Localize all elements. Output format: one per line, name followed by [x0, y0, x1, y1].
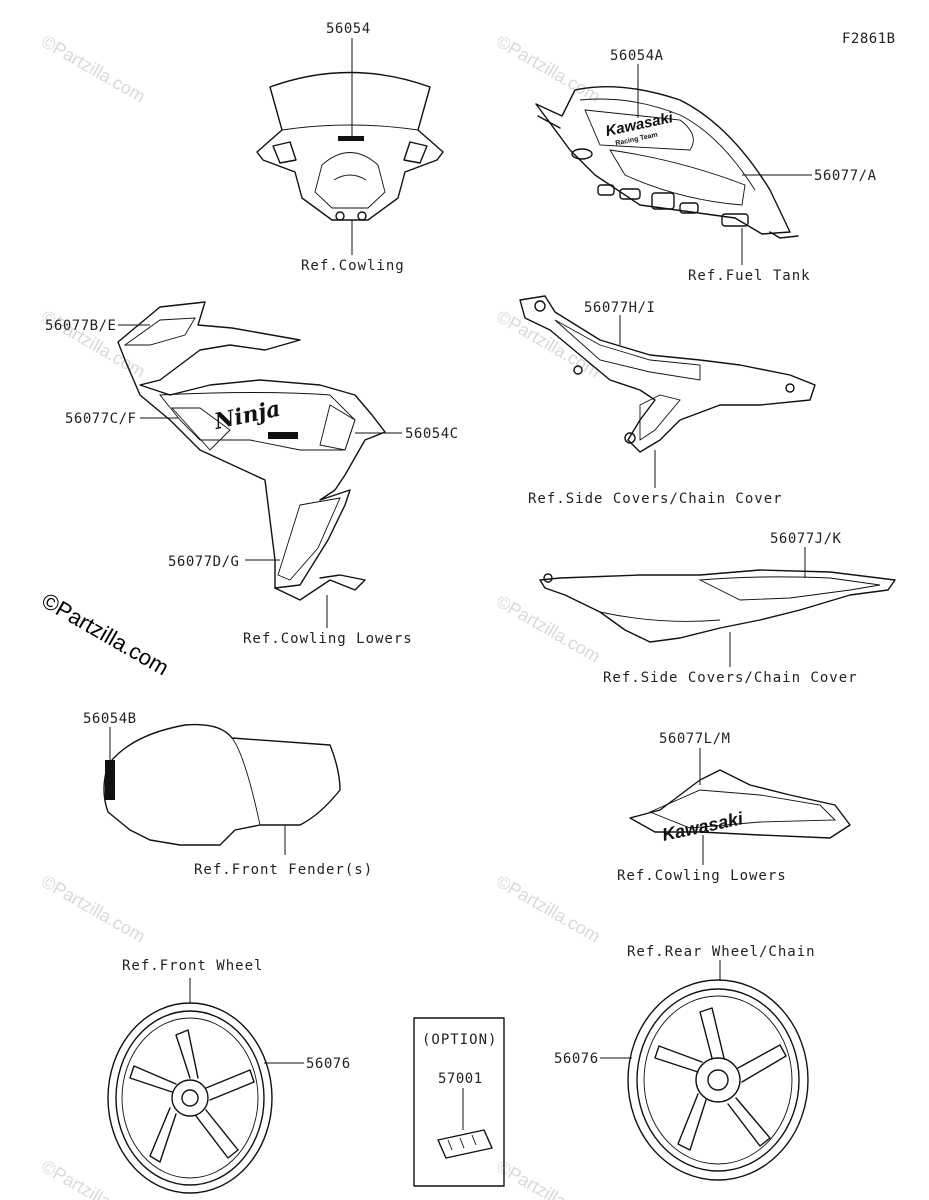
watermark: ©Partzilla.com [38, 31, 149, 106]
ref-rear-wheel-label: Ref.Rear Wheel/Chain [627, 944, 816, 960]
tail-cover-drawing [539, 569, 896, 643]
part-number-56077-A: 56077/A [814, 168, 877, 184]
part-number-57001: 57001 [438, 1071, 483, 1087]
watermark: ©Partzilla.com [38, 871, 149, 946]
option-label: (OPTION) [422, 1032, 497, 1048]
rear-wheel-drawing [627, 979, 809, 1181]
windshield-cowling-drawing [256, 71, 444, 221]
ref-front-wheel-label: Ref.Front Wheel [122, 958, 263, 974]
upper-cowl-drawing: Ninja [117, 301, 386, 601]
part-number-56077L-M: 56077L/M [659, 731, 730, 747]
part-number-56054A: 56054A [610, 48, 664, 64]
part-number-56076-front: 56076 [306, 1056, 351, 1072]
part-number-56054C: 56054C [405, 426, 459, 442]
copyright-text: ©Partzilla.com [38, 588, 174, 681]
part-number-56054: 56054 [326, 21, 371, 37]
ref-cowling-lowers-right-label: Ref.Cowling Lowers [617, 868, 787, 884]
part-number-56077D-G: 56077D/G [168, 554, 239, 570]
watermark: ©Partzilla.com [493, 591, 604, 666]
watermark: ©Partzilla.com [493, 31, 604, 106]
part-number-56077J-K: 56077J/K [770, 531, 842, 547]
figure-code: F2861B [842, 31, 896, 47]
ref-cowling-lowers-left-label: Ref.Cowling Lowers [243, 631, 413, 647]
ref-cowling-label: Ref.Cowling [301, 258, 405, 274]
watermark: ©Partzilla.com [493, 306, 604, 381]
part-number-56077H-I: 56077H/I [584, 300, 655, 316]
part-number-56076-rear: 56076 [554, 1051, 599, 1067]
watermark-group: ©Partzilla.com ©Partzilla.com ©Partzilla… [38, 31, 604, 1200]
watermark: ©Partzilla.com [493, 871, 604, 946]
front-fender-drawing [103, 723, 341, 846]
ref-side-covers-label-2: Ref.Side Covers/Chain Cover [603, 670, 858, 686]
lower-cowl-drawing: Kawasaki [629, 769, 851, 845]
ref-side-covers-label-1: Ref.Side Covers/Chain Cover [528, 491, 783, 507]
watermark: ©Partzilla.com [38, 1156, 149, 1200]
ninja-emblem-text: Ninja [211, 396, 283, 436]
ref-front-fender-label: Ref.Front Fender(s) [194, 862, 373, 878]
side-cover-drawing [519, 295, 816, 453]
ref-fuel-tank-label: Ref.Fuel Tank [688, 268, 811, 284]
fuel-tank-drawing: Kawasaki Racing Team [535, 85, 799, 239]
part-number-56077C-F: 56077C/F [65, 411, 136, 427]
watermark: ©Partzilla.com [493, 1156, 604, 1200]
front-wheel-drawing [107, 1002, 273, 1194]
option-box [413, 1017, 505, 1187]
part-number-56054B: 56054B [83, 711, 137, 727]
part-number-56077B-E: 56077B/E [45, 318, 116, 334]
